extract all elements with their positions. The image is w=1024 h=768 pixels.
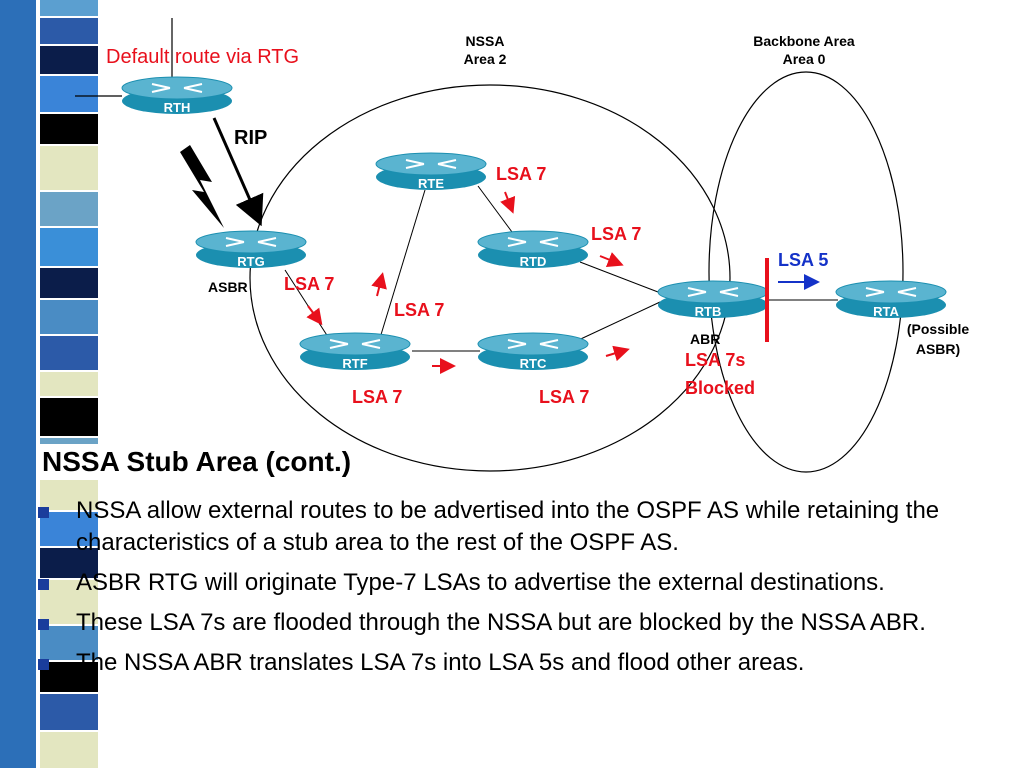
link-rte-rtd (477, 185, 513, 233)
lsa7-label-rtc-lower: LSA 7 (539, 387, 589, 407)
router-rtc-label: RTC (520, 356, 547, 371)
link-rtg-rtf (284, 269, 331, 341)
rip-arrow (212, 117, 264, 227)
router-rtc[interactable]: RTC (477, 332, 589, 371)
router-rtd[interactable]: RTD (477, 230, 589, 269)
lsa7-arrow-rtd-right (599, 252, 624, 267)
router-rtd-label: RTD (520, 254, 547, 269)
link-rtc-rtb (569, 301, 661, 345)
bullet-text: NSSA allow external routes to be adverti… (76, 497, 940, 556)
backbone-area-title-line2: Area 0 (783, 51, 826, 67)
bullet-square-icon (38, 659, 49, 670)
backbone-area-title-line1: Backbone Area (753, 33, 855, 49)
bullet-text: The NSSA ABR translates LSA 7s into LSA … (76, 649, 805, 676)
asbr-label: ASBR (208, 279, 248, 295)
bullet-square-icon (38, 619, 49, 630)
lsa7s-blocked-line2: Blocked (685, 378, 755, 398)
lsa7-arrow-rtg-down (306, 305, 323, 326)
abr-label: ABR (690, 331, 720, 347)
router-rte[interactable]: RTE (375, 152, 487, 191)
nssa-area-title-line2: Area 2 (464, 51, 507, 67)
router-rth-label: RTH (164, 100, 191, 115)
bullet-item: The NSSA ABR translates LSA 7s into LSA … (38, 647, 998, 679)
lsa7-label-rtf-lower: LSA 7 (352, 387, 402, 407)
bullet-item: These LSA 7s are flooded through the NSS… (38, 607, 998, 639)
bullet-text: ASBR RTG will originate Type-7 LSAs to a… (76, 569, 885, 596)
lsa7-label-rtg: LSA 7 (284, 274, 334, 294)
serial-link-icon (180, 145, 224, 228)
router-rtf-label: RTF (342, 356, 367, 371)
bullet-text: These LSA 7s are flooded through the NSS… (76, 609, 926, 636)
lsa5-label: LSA 5 (778, 250, 828, 270)
link-rtd-rtb (579, 261, 659, 293)
router-rtg[interactable]: RTG (195, 230, 307, 269)
lsa7-label-rtf-upper: LSA 7 (394, 300, 444, 320)
router-rte-label: RTE (418, 176, 444, 191)
possible-asbr-line1: (Possible (907, 321, 969, 337)
bullet-list: NSSA allow external routes to be adverti… (38, 495, 998, 687)
router-rta-label: RTA (873, 304, 899, 319)
possible-asbr-line2: ASBR) (916, 341, 960, 357)
nssa-area-boundary (249, 84, 731, 472)
router-rtb[interactable]: RTB (657, 280, 769, 319)
lsa7-label-rte: LSA 7 (496, 164, 546, 184)
bullet-item: ASBR RTG will originate Type-7 LSAs to a… (38, 567, 998, 599)
link-rtf-rte (379, 189, 426, 339)
nssa-area-title-line1: NSSA (466, 33, 505, 49)
lsa7-label-rtd: LSA 7 (591, 224, 641, 244)
backbone-area-boundary (708, 71, 904, 473)
slide-title: NSSA Stub Area (cont.) (38, 444, 356, 480)
bullet-item: NSSA allow external routes to be adverti… (38, 495, 998, 559)
router-rta[interactable]: RTA (835, 280, 947, 319)
router-rtg-label: RTG (237, 254, 264, 269)
router-rth[interactable]: RTH (121, 76, 233, 115)
lsa7-arrow-rte-down (500, 191, 516, 214)
lsa7-arrow-rtf-up (371, 272, 387, 297)
rip-label: RIP (234, 127, 267, 149)
router-rtf[interactable]: RTF (299, 332, 411, 371)
lsa7s-blocked-line1: LSA 7s (685, 350, 745, 370)
default-route-note: Default route via RTG (106, 46, 299, 68)
bullet-square-icon (38, 579, 49, 590)
bullet-square-icon (38, 507, 49, 518)
decorative-stripe (0, 0, 100, 768)
router-rtb-label: RTB (695, 304, 722, 319)
lsa7-arrow-rtc-right (605, 345, 630, 362)
